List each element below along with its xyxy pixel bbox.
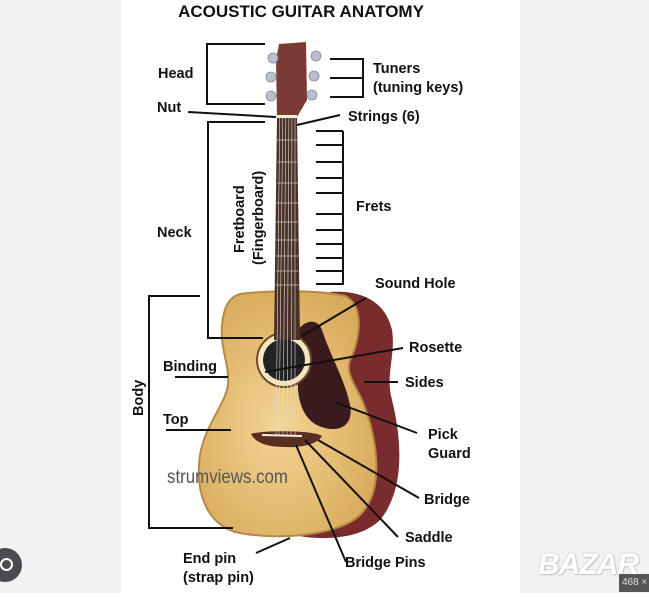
label-tuners: Tuners: [373, 61, 420, 77]
label-fingerboard: (Fingerboard): [251, 171, 267, 265]
label-saddle: Saddle: [405, 530, 453, 546]
label-binding: Binding: [163, 359, 217, 375]
tuners: [265, 50, 322, 102]
label-bridge: Bridge: [424, 492, 470, 508]
visual-search-icon[interactable]: [0, 548, 22, 582]
label-strings: Strings (6): [348, 109, 420, 125]
right-gray-panel: [520, 0, 649, 593]
image-size-badge: 468 × 6: [619, 574, 649, 592]
label-end-pin: End pin: [183, 551, 236, 567]
strumviews-watermark: strumviews.com: [167, 467, 288, 488]
label-nut: Nut: [157, 100, 181, 116]
label-frets: Frets: [356, 199, 391, 215]
headstock: [276, 42, 307, 117]
saddle: [261, 434, 303, 437]
label-guard: Guard: [428, 446, 471, 462]
label-head: Head: [158, 66, 193, 82]
label-fretboard: Fretboard: [232, 185, 248, 253]
label-rosette: Rosette: [409, 340, 462, 356]
label-body: Body: [131, 380, 147, 416]
label-sides: Sides: [405, 375, 444, 391]
left-gray-panel: [0, 0, 121, 593]
label-strap-pin: (strap pin): [183, 570, 254, 586]
callout-lines: [148, 43, 420, 563]
label-neck: Neck: [157, 225, 193, 241]
fret-wires: [275, 139, 299, 286]
label-tuning-keys: (tuning keys): [373, 80, 463, 96]
label-top: Top: [163, 412, 189, 428]
fretboard: [274, 117, 300, 340]
guitar-top: [197, 290, 378, 538]
nut: [276, 115, 297, 118]
strings: [275, 99, 296, 436]
label-pick: Pick: [428, 427, 459, 443]
label-bridge-pins: Bridge Pins: [345, 555, 426, 571]
diagram-title: ACOUSTIC GUITAR ANATOMY: [178, 2, 425, 21]
label-sound-hole: Sound Hole: [375, 276, 456, 292]
